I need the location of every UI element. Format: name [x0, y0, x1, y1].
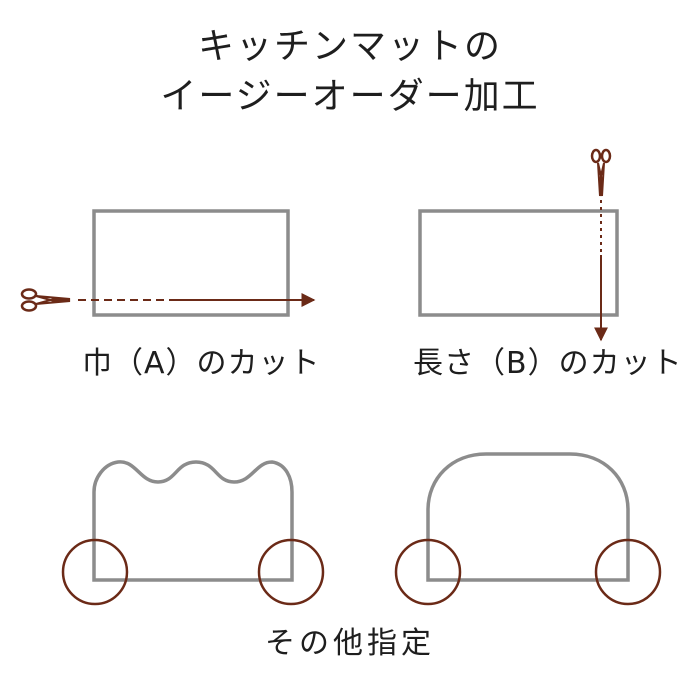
- corner-circle-left: [61, 538, 129, 606]
- rounded-shape-diagram: [394, 452, 662, 606]
- length-cut-diagram: [418, 148, 619, 342]
- scissors-icon: [590, 148, 612, 197]
- scissors-icon: [20, 288, 71, 312]
- length-cut-caption: 長さ（B）のカット: [413, 346, 683, 381]
- wavy-mat-outline: [92, 460, 294, 582]
- rounded-mat-outline: [426, 452, 630, 582]
- width-cut-caption: 巾（A）のカット: [82, 346, 321, 381]
- mat-rectangle-b: [418, 209, 619, 317]
- other-caption: その他指定: [265, 626, 435, 661]
- title-line-2: イージーオーダー加工: [160, 76, 540, 117]
- width-cut-diagram: [20, 209, 316, 317]
- title-line-1: キッチンマットの: [197, 26, 502, 67]
- wavy-shape-diagram: [61, 460, 325, 606]
- mat-rectangle-a: [92, 209, 290, 317]
- corner-circle-left: [394, 538, 462, 606]
- corner-circle-right: [257, 538, 325, 606]
- corner-circle-right: [594, 538, 662, 606]
